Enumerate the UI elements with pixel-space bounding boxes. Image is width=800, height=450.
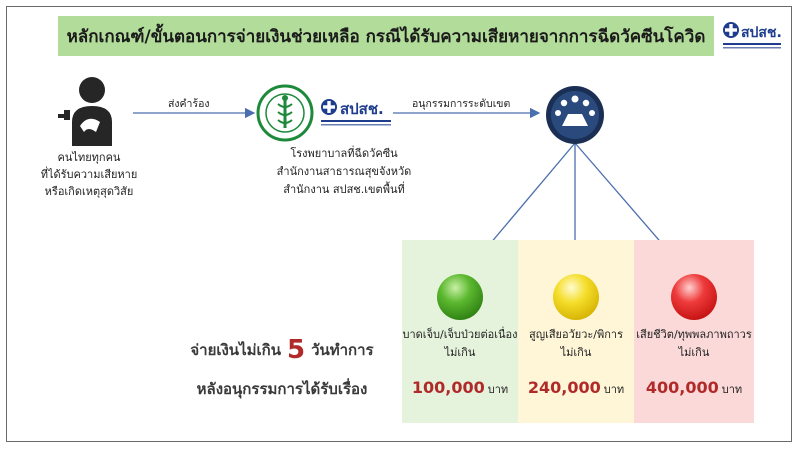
page-title: หลักเกณฑ์/ขั้นตอนการจ่ายเงินช่วยเหลือ กร… xyxy=(66,26,706,47)
person-caption-line-2: ที่ได้รับความเสียหาย xyxy=(40,168,138,181)
moph-seal-icon xyxy=(256,84,314,142)
frame-border xyxy=(6,6,792,442)
hospital-caption-line-3: สำนักงาน สปสช.เขตพื้นที่ xyxy=(283,183,405,196)
injury-text: บาดเจ็บ/เจ็บป่วยต่อเนื่อง ไม่เกิน xyxy=(402,326,518,362)
nhso-logo-text: สปสช. xyxy=(741,25,782,41)
injury-label: บาดเจ็บ/เจ็บป่วยต่อเนื่อง xyxy=(402,328,518,341)
person-caption-line-1: คนไทยทุกคน xyxy=(57,151,121,164)
person-icon xyxy=(58,77,112,146)
send-request-label: ส่งคำร้อง xyxy=(168,98,210,110)
disability-amount-value: 240,000 xyxy=(527,378,601,397)
yellow-indicator-icon xyxy=(553,274,599,320)
hospital-caption-line-1: โรงพยาบาลที่ฉีดวัคซีน xyxy=(290,147,398,160)
death-text: เสียชีวิต/ทุพพลภาพถาวร ไม่เกิน xyxy=(634,326,754,362)
nhso-logo: สปสช. xyxy=(720,16,784,56)
title-banner: หลักเกณฑ์/ขั้นตอนการจ่ายเงินช่วยเหลือ กร… xyxy=(58,16,714,56)
panel-injury: บาดเจ็บ/เจ็บป่วยต่อเนื่อง ไม่เกิน 100,00… xyxy=(402,240,518,423)
payment-prefix: จ่ายเงินไม่เกิน xyxy=(190,341,281,359)
disability-text: สูญเสียอวัยวะ/พิการ ไม่เกิน xyxy=(518,326,634,362)
committee-meeting-icon xyxy=(546,86,604,144)
disability-amount-unit: บาท xyxy=(603,383,625,396)
death-limit: ไม่เกิน xyxy=(678,346,710,359)
person-caption: คนไทยทุกคน ที่ได้รับความเสียหาย หรือเกิด… xyxy=(28,149,150,200)
payment-deadline: จ่ายเงินไม่เกิน 5 วันทำการ xyxy=(172,335,392,365)
injury-amount-value: 100,000 xyxy=(411,378,485,397)
payment-condition: หลังอนุกรรมการได้รับเรื่อง xyxy=(196,380,368,398)
person-caption-line-3: หรือเกิดเหตุสุดวิสัย xyxy=(44,185,134,198)
disability-limit: ไม่เกิน xyxy=(560,346,592,359)
injury-limit: ไม่เกิน xyxy=(444,346,476,359)
payment-suffix: วันทำการ xyxy=(311,341,374,359)
injury-amount-unit: บาท xyxy=(487,383,509,396)
nhso-logo-middle: สปสช. xyxy=(321,99,391,126)
nhso-middle-text: สปสช. xyxy=(340,100,384,118)
payment-days: 5 xyxy=(286,335,306,365)
death-amount-unit: บาท xyxy=(721,383,743,396)
death-label: เสียชีวิต/ทุพพลภาพถาวร xyxy=(636,328,752,341)
committee-label: อนุกรรมการระดับเขต xyxy=(412,98,511,110)
death-amount-value: 400,000 xyxy=(645,378,719,397)
green-indicator-icon xyxy=(437,274,483,320)
disability-label: สูญเสียอวัยวะ/พิการ xyxy=(528,328,624,341)
nhso-logo-icon: สปสช. xyxy=(723,22,782,49)
red-indicator-icon xyxy=(671,274,717,320)
hospital-caption-line-2: สำนักงานสาธารณสุขจังหวัด xyxy=(276,165,412,178)
hospital-caption: โรงพยาบาลที่ฉีดวัคซีน สำนักงานสาธารณสุขจ… xyxy=(234,145,454,199)
